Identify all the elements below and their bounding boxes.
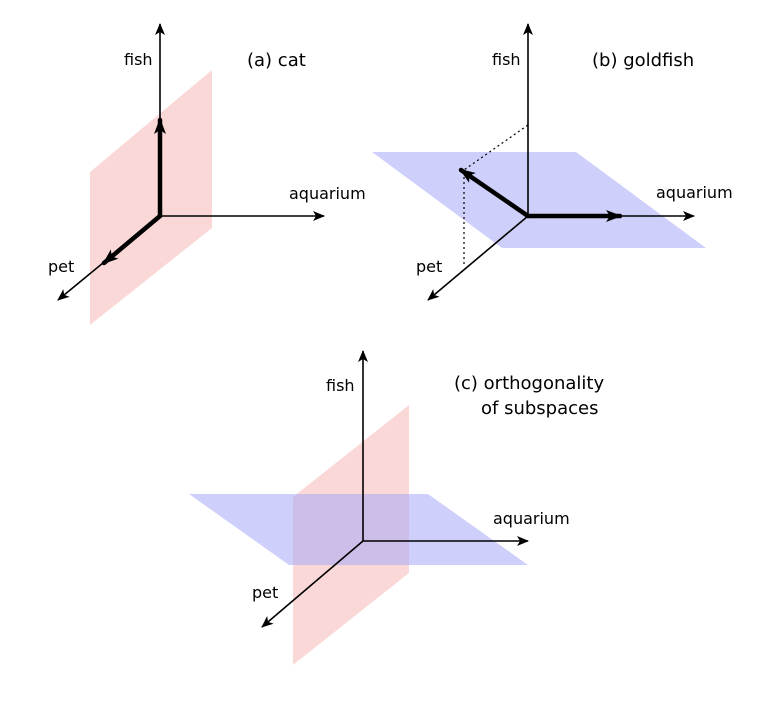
- projection-lines: [463, 124, 529, 264]
- pet-label: pet: [252, 583, 278, 602]
- panel-a-title: (a) cat: [247, 50, 306, 71]
- pet-axis: [427, 215, 529, 301]
- pet-label: pet: [48, 257, 74, 276]
- goldfish-vector: [458, 167, 531, 219]
- blue-plane: [189, 494, 528, 565]
- aquarium-label: aquarium: [656, 183, 733, 202]
- blue-plane: [372, 152, 706, 248]
- panel-b-title: (b) goldfish: [592, 50, 694, 71]
- panel-b: fish aquarium pet (b) goldfish: [372, 23, 733, 301]
- cat-pet-vector: [101, 213, 163, 266]
- aquarium-label: aquarium: [289, 184, 366, 203]
- panel-c: fish aquarium pet (c) orthogonality of s…: [189, 350, 604, 665]
- fish-label: fish: [492, 50, 521, 69]
- aquarium-label: aquarium: [493, 509, 570, 528]
- red-plane: [90, 70, 212, 325]
- panel-c-title-line1: (c) orthogonality: [454, 373, 604, 394]
- pet-label: pet: [416, 257, 442, 276]
- fish-label: fish: [124, 50, 153, 69]
- panel-c-title-line2: of subspaces: [481, 398, 598, 419]
- fish-label: fish: [326, 376, 355, 395]
- panel-a: fish aquarium pet (a) cat: [48, 23, 366, 325]
- pet-axis: [261, 540, 364, 628]
